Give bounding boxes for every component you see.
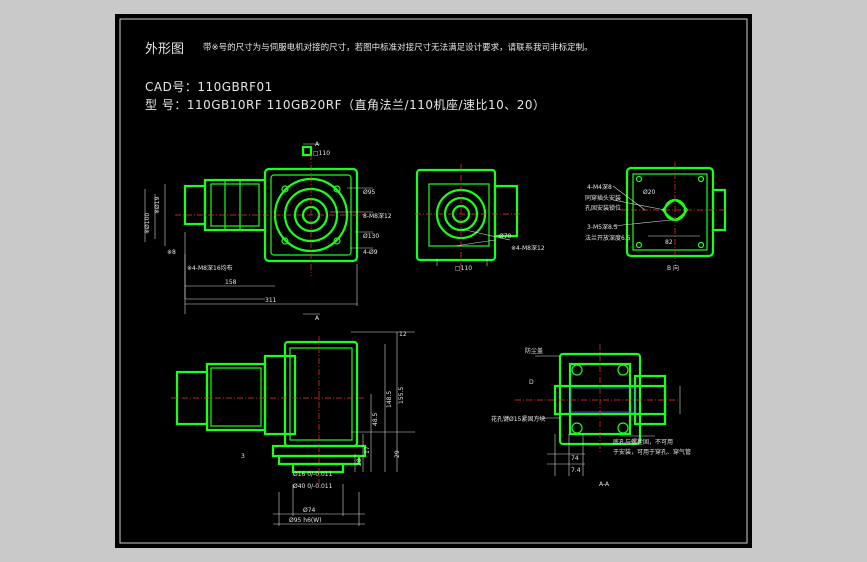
bottom-h17-dim: 17 bbox=[364, 446, 371, 454]
section-view: 防尘盖 花孔键Ø15紧固方块 底孔与螺栓固，不可用 于安装，可用于穿孔、穿气管 … bbox=[491, 344, 691, 488]
front-flange-dim: ※Ø100 bbox=[144, 213, 151, 234]
front-section-bottom: A bbox=[315, 315, 320, 322]
side-holes-dim: ※4-M8深12 bbox=[511, 244, 545, 252]
right-holes-dim: 4-M4深8 bbox=[587, 183, 612, 191]
front-len311-dim: 311 bbox=[265, 297, 277, 304]
section-label-top: 防尘盖 bbox=[525, 347, 543, 355]
section-label: A-A bbox=[599, 481, 610, 488]
front-motor-bolts-dim: ※4-M8深16均布 bbox=[187, 264, 233, 272]
sheet-border bbox=[119, 18, 748, 544]
side-d70-dim: Ø70 bbox=[499, 233, 512, 240]
bottom-d16-dim: Ø16 0/-0.011 bbox=[293, 471, 333, 478]
right-note3: 3-M5深8.5 bbox=[587, 223, 618, 231]
front-len158-dim: 158 bbox=[225, 279, 237, 286]
model-number-label: 型 号：110GB10RF 110GB20RF（直角法兰/110机座/速比10、… bbox=[145, 98, 546, 112]
side-square-dim: □110 bbox=[455, 265, 472, 272]
section-74-dim: 74 bbox=[571, 455, 579, 462]
right-view-label: B 向 bbox=[667, 264, 679, 272]
side-view: □110 Ø70 ※4-M8深12 bbox=[415, 164, 545, 272]
right-note1: 同穿插头安装 bbox=[585, 194, 621, 202]
bottom-h12-dim: 12 bbox=[399, 331, 407, 338]
technical-drawing: □110 Ø95 8-M8深12 Ø130 4-Ø9 158 311 ※4-M8… bbox=[119, 18, 748, 544]
front-holes-dim: 8-M8深12 bbox=[363, 212, 392, 220]
front-view: □110 Ø95 8-M8深12 Ø130 4-Ø9 158 311 ※4-M8… bbox=[144, 141, 392, 322]
front-d95-dim: Ø95 bbox=[363, 189, 376, 196]
section-7-dim: 7.4 bbox=[571, 467, 581, 474]
front-square-dim: □110 bbox=[313, 150, 330, 157]
bottom-h29-dim: 29 bbox=[394, 450, 401, 458]
front-shaft-dim: ※Ø19 bbox=[154, 196, 161, 214]
front-holes4-dim: 4-Ø9 bbox=[363, 249, 378, 256]
drawing-title: 外形图 bbox=[145, 42, 185, 57]
front-key-dim: ※8 bbox=[167, 249, 176, 256]
right-note2: 孔固安装锁位 bbox=[585, 204, 621, 212]
bottom-d74-dim: Ø74 bbox=[303, 507, 316, 514]
bottom-h148-dim: 148.5 bbox=[386, 391, 393, 408]
section-label-right2: 于安装，可用于穿孔、穿气管 bbox=[613, 448, 691, 456]
bottom-d95-dim: Ø95 h6(W) bbox=[289, 517, 322, 524]
bottom-h48-dim: 48.5 bbox=[372, 412, 379, 426]
front-section-top: A bbox=[315, 141, 320, 148]
right-view: 4-M4深8 同穿插头安装 孔固安装锁位 Ø20 3-M5深8.5 法兰开放深度… bbox=[585, 162, 727, 272]
right-note4: 法兰开放深度6.5 bbox=[585, 234, 631, 242]
section-label-left: 花孔键Ø15紧固方块 bbox=[491, 415, 545, 423]
right-82-dim: 82 bbox=[665, 239, 673, 246]
section-d-dim: D bbox=[529, 379, 534, 386]
bottom-h155-dim: 155.5 bbox=[398, 387, 405, 404]
front-d130-dim: Ø130 bbox=[363, 233, 379, 240]
bottom-view: Ø16 0/-0.011 Ø40 0/-0.011 Ø74 Ø95 h6(W) … bbox=[171, 331, 415, 526]
bottom-d40-dim: Ø40 0/-0.011 bbox=[293, 483, 333, 490]
bottom-h28-dim: 28 bbox=[356, 458, 363, 466]
drawing-note: 带※号的尺寸为与伺服电机对接的尺寸，若图中标准对接尺寸无法满足设计要求，请联系我… bbox=[203, 43, 593, 53]
cad-number-label: CAD号：110GBRF01 bbox=[145, 80, 273, 94]
drawing-sheet: 外形图 带※号的尺寸为与伺服电机对接的尺寸，若图中标准对接尺寸无法满足设计要求，… bbox=[115, 14, 752, 548]
section-label-right1: 底孔与螺栓固，不可用 bbox=[613, 438, 673, 446]
right-d20-dim: Ø20 bbox=[643, 189, 656, 196]
bottom-h3-dim: 3 bbox=[241, 453, 245, 460]
